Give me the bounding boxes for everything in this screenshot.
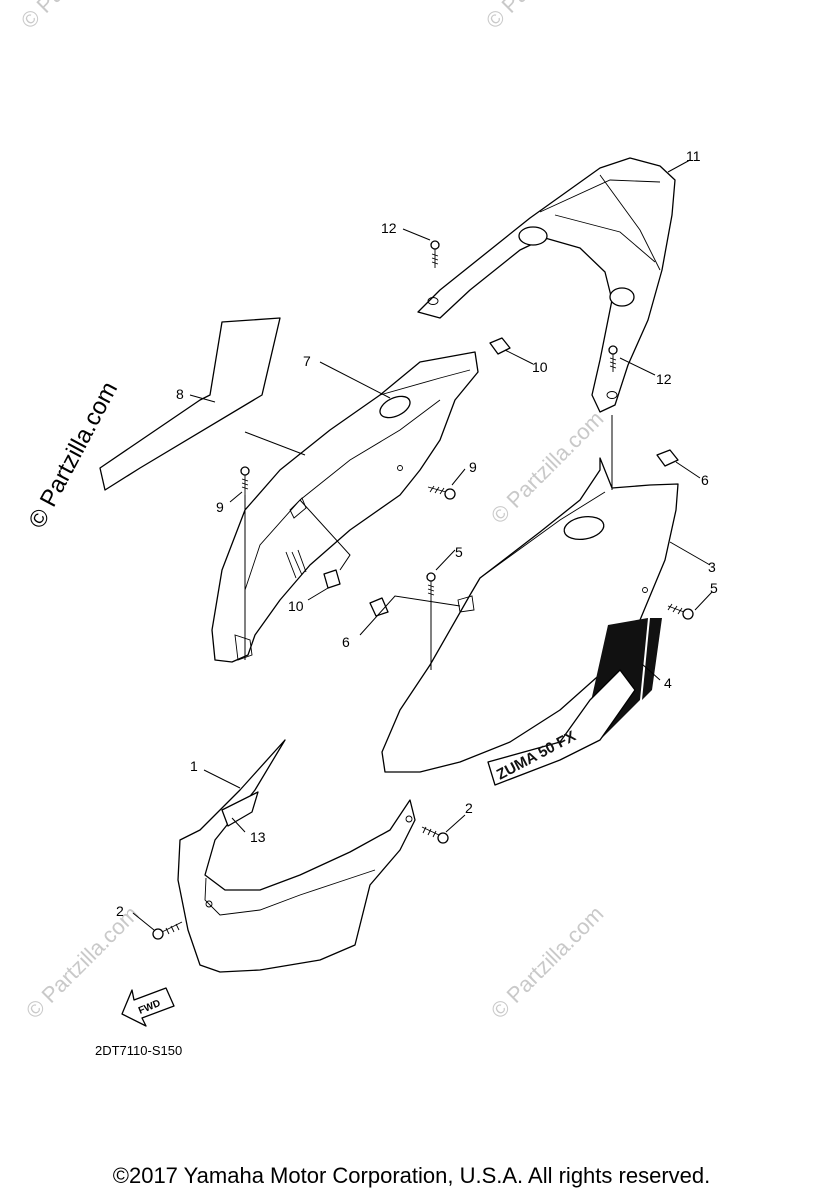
screw-9-a — [240, 466, 250, 495]
screw-2-a — [421, 826, 449, 844]
callout-9-a: 9 — [216, 499, 224, 515]
callout-2-b: 2 — [116, 903, 124, 919]
screw-12-a — [430, 240, 440, 268]
callout-6-a: 6 — [701, 472, 709, 488]
callout-10-b: 10 — [288, 598, 304, 614]
clip-10-a — [489, 337, 511, 355]
part-7-side-cover — [211, 351, 479, 663]
part-3-side-cover — [381, 457, 679, 773]
screw-9-b — [427, 485, 456, 500]
diagram-code: 2DT7110-S150 — [95, 1043, 183, 1058]
callout-5-a: 5 — [455, 544, 463, 560]
leader-lines — [132, 159, 713, 931]
clip-6-b — [369, 597, 389, 617]
callout-9-b: 9 — [469, 459, 477, 475]
callout-10-a: 10 — [532, 359, 548, 375]
callout-3: 3 — [708, 559, 716, 575]
callout-1: 1 — [190, 758, 198, 774]
callout-5-b: 5 — [710, 580, 718, 596]
callout-labels: 11 12 12 10 7 8 9 9 6 5 3 5 10 6 4 1 2 1… — [116, 148, 718, 919]
screw-12-b — [608, 345, 618, 372]
callout-8: 8 — [176, 386, 184, 402]
watermark-bottom-center: © Partzilla.com — [486, 901, 609, 1024]
screw-5-b — [667, 603, 694, 620]
watermark-top-left: © Partzilla.com — [16, 0, 139, 34]
callout-4: 4 — [664, 675, 672, 691]
callout-7: 7 — [303, 353, 311, 369]
watermark-side: © Partzilla.com — [23, 377, 123, 532]
callout-13: 13 — [250, 829, 266, 845]
callout-12-b: 12 — [656, 371, 672, 387]
forward-direction-arrow: FWD — [121, 987, 175, 1027]
part-8-decal — [99, 317, 281, 491]
clip-6-a — [656, 449, 679, 467]
callout-2-a: 2 — [465, 800, 473, 816]
screw-2-b — [152, 921, 183, 940]
callout-12-a: 12 — [381, 220, 397, 236]
part-1-lower-cover — [177, 739, 416, 973]
screw-5-a — [426, 572, 436, 600]
callout-6-b: 6 — [342, 634, 350, 650]
callout-11: 11 — [686, 148, 701, 164]
watermark-top-center: © Partzilla.com — [481, 0, 604, 34]
clip-10-b — [323, 569, 341, 589]
copyright-notice: ©2017 Yamaha Motor Corporation, U.S.A. A… — [112, 1163, 711, 1188]
